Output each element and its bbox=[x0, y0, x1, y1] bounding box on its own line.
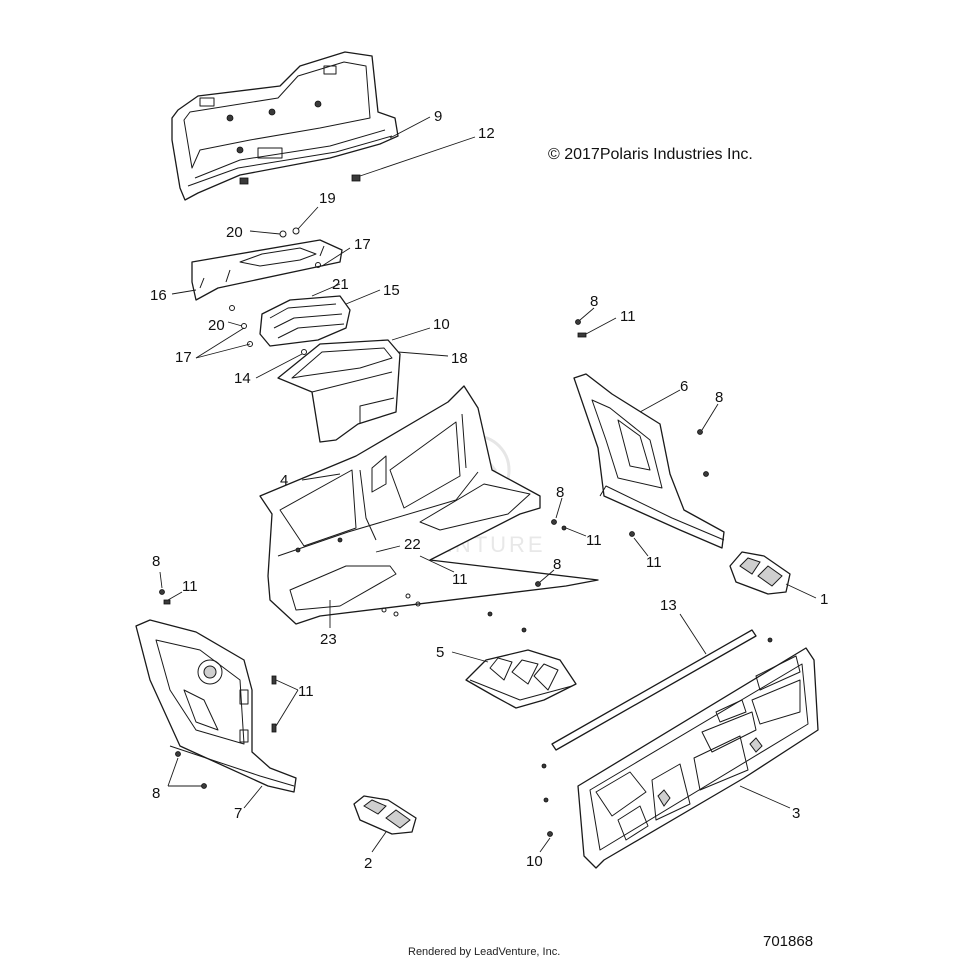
rear-panel-fasteners[interactable] bbox=[541, 637, 773, 837]
callout-11b: 11 bbox=[586, 532, 602, 549]
callout-7: 7 bbox=[234, 805, 242, 822]
callout-11a: 11 bbox=[620, 308, 636, 325]
leader-11b bbox=[565, 527, 587, 537]
rendered-by-credit: Rendered by LeadVenture, Inc. bbox=[408, 946, 561, 958]
leader-3 bbox=[739, 785, 791, 809]
leader-22 bbox=[375, 545, 401, 553]
leader-7 bbox=[243, 785, 263, 809]
part-7-left-side-panel[interactable] bbox=[135, 619, 297, 793]
leader-8a bbox=[579, 307, 595, 321]
leader-11d bbox=[633, 537, 649, 557]
callout-11e: 11 bbox=[182, 578, 198, 595]
part-3-rear-panel[interactable] bbox=[577, 647, 819, 869]
middle-fasteners[interactable] bbox=[487, 519, 635, 633]
callout-11c: 11 bbox=[452, 571, 468, 588]
part-6-right-side-panel[interactable] bbox=[573, 373, 725, 549]
part-5-center-cover[interactable] bbox=[465, 649, 577, 709]
right-top-fasteners[interactable] bbox=[575, 319, 709, 477]
leader-9 bbox=[389, 116, 431, 139]
leader-21 bbox=[311, 283, 341, 297]
callout-16: 16 bbox=[150, 287, 167, 304]
callout-23: 23 bbox=[320, 631, 337, 648]
leader-10a bbox=[391, 327, 431, 341]
callout-8e: 8 bbox=[152, 553, 160, 570]
leader-4 bbox=[301, 473, 341, 481]
callout-15: 15 bbox=[383, 282, 400, 299]
part-18-storage-bin[interactable] bbox=[277, 339, 401, 443]
leader-13 bbox=[679, 613, 707, 655]
part-15-housing[interactable] bbox=[259, 295, 351, 347]
leader-8c bbox=[555, 497, 563, 519]
callout-20b: 20 bbox=[208, 317, 225, 334]
callout-2: 2 bbox=[364, 855, 372, 872]
callout-12: 12 bbox=[478, 125, 495, 142]
callout-1: 1 bbox=[820, 591, 828, 608]
callout-8b: 8 bbox=[715, 389, 723, 406]
leader-2 bbox=[371, 831, 387, 853]
callout-8f: 8 bbox=[152, 785, 160, 802]
callout-8c: 8 bbox=[556, 484, 564, 501]
leader-12 bbox=[359, 136, 476, 177]
leader-17a bbox=[321, 247, 351, 267]
leader-11e bbox=[167, 591, 183, 601]
part-13-trim-strip[interactable] bbox=[551, 629, 757, 751]
left-fasteners[interactable] bbox=[159, 589, 277, 789]
leader-6 bbox=[639, 389, 681, 413]
leader-1 bbox=[785, 583, 817, 599]
callout-17b: 17 bbox=[175, 349, 192, 366]
leader-11a bbox=[585, 317, 617, 335]
callout-20a: 20 bbox=[226, 224, 243, 241]
part-19-20-fasteners[interactable] bbox=[279, 227, 300, 238]
leader-18 bbox=[397, 351, 449, 357]
leader-17b-1 bbox=[195, 327, 245, 359]
callout-10a: 10 bbox=[433, 316, 450, 333]
callout-21: 21 bbox=[332, 276, 349, 293]
leader-11c bbox=[419, 555, 455, 573]
leader-20a bbox=[249, 230, 281, 235]
floor-fasteners[interactable] bbox=[381, 593, 421, 617]
callout-4: 4 bbox=[280, 472, 288, 489]
leader-8d bbox=[539, 569, 555, 583]
leader-17b-2 bbox=[195, 343, 251, 359]
callout-10b: 10 bbox=[526, 853, 543, 870]
callout-18: 18 bbox=[451, 350, 468, 367]
leader-16 bbox=[171, 289, 197, 295]
leader-11f-1 bbox=[275, 679, 299, 691]
leader-8b bbox=[701, 403, 719, 431]
leader-11f-2 bbox=[275, 689, 299, 727]
part-12-fastener[interactable] bbox=[239, 174, 361, 185]
leader-15 bbox=[345, 289, 381, 305]
callout-3: 3 bbox=[792, 805, 800, 822]
leader-8e bbox=[159, 571, 163, 589]
callout-5: 5 bbox=[436, 644, 444, 661]
callout-11d: 11 bbox=[646, 554, 662, 571]
part-2-footrest[interactable] bbox=[353, 795, 417, 835]
callout-8a: 8 bbox=[590, 293, 598, 310]
callout-6: 6 bbox=[680, 378, 688, 395]
copyright-notice: © 2017Polaris Industries Inc. bbox=[548, 146, 753, 163]
part-1-footrest[interactable] bbox=[729, 551, 791, 595]
part-9-upper-panel[interactable] bbox=[171, 51, 399, 201]
part-16-bracket[interactable] bbox=[191, 239, 343, 301]
leader-10b bbox=[539, 837, 551, 853]
callout-22: 22 bbox=[404, 536, 421, 553]
part-4-floor-wall[interactable] bbox=[259, 385, 599, 625]
leader-5 bbox=[451, 651, 489, 663]
callout-19: 19 bbox=[319, 190, 336, 207]
callout-13: 13 bbox=[660, 597, 677, 614]
callout-14: 14 bbox=[234, 370, 251, 387]
callout-8d: 8 bbox=[553, 556, 561, 573]
leader-19 bbox=[297, 206, 319, 230]
leader-14 bbox=[255, 353, 303, 379]
leader-8f-1 bbox=[167, 757, 179, 787]
callout-9: 9 bbox=[434, 108, 442, 125]
leader-20b bbox=[227, 321, 243, 327]
callout-17a: 17 bbox=[354, 236, 371, 253]
document-number: 701868 bbox=[763, 933, 814, 950]
callout-11f: 11 bbox=[298, 683, 314, 700]
